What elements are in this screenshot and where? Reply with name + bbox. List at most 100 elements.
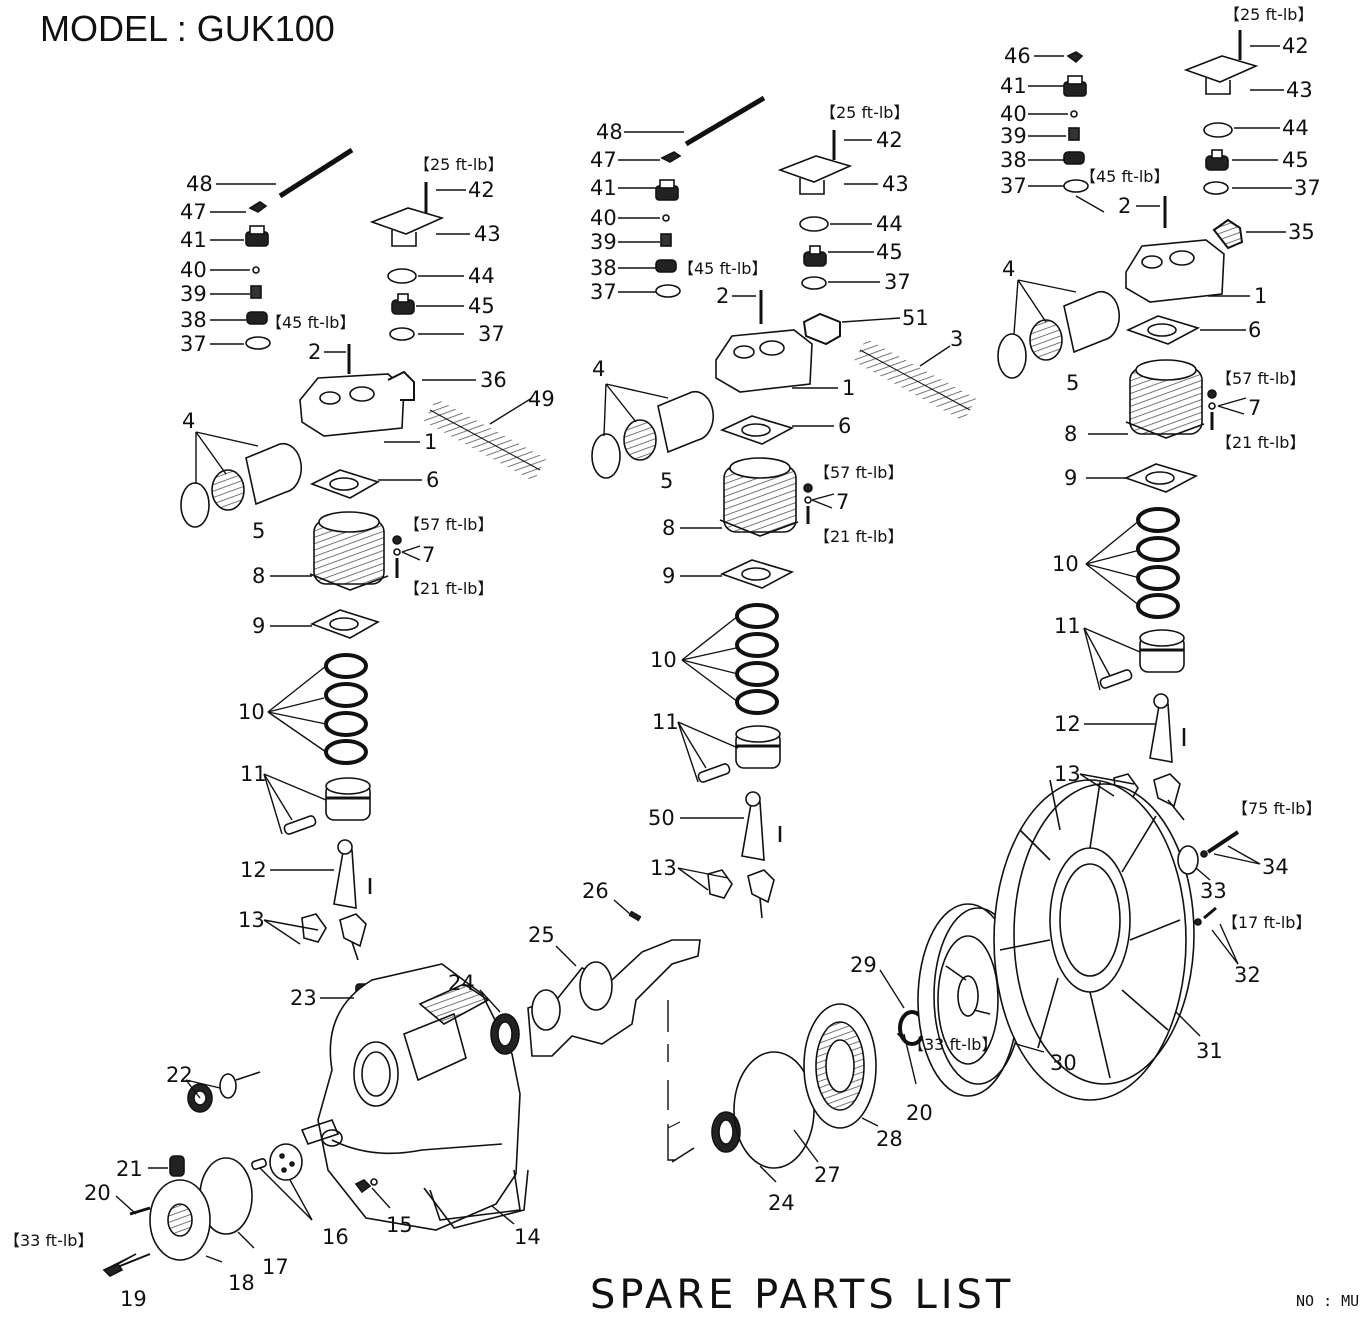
callout-left-4: 4	[182, 409, 195, 433]
torque-left-7b: 【21 ft-lb】	[404, 579, 493, 598]
drain-plug	[354, 1178, 378, 1194]
filter-housing	[1063, 290, 1120, 354]
callout-23: 23	[290, 986, 317, 1010]
rod-cap	[301, 913, 367, 948]
callout-32: 32	[1234, 963, 1261, 987]
callout-mid-3: 3	[950, 327, 963, 351]
callout-18: 18	[228, 1271, 255, 1295]
base-gasket	[1123, 463, 1199, 493]
filter-cover	[180, 482, 210, 528]
callout-28: 28	[876, 1127, 903, 1151]
spare-parts-list-title: SPARE PARTS LIST	[590, 1272, 1015, 1318]
bearing-cover	[149, 1155, 211, 1261]
callout-right-45: 45	[1282, 148, 1309, 172]
elbow-fitting	[248, 201, 268, 213]
check-valve	[391, 293, 415, 315]
torque-annotations: 【25 ft-lb】 【45 ft-lb】 【57 ft-lb】 【21 ft-…	[4, 5, 1321, 1250]
callout-right-8: 8	[1064, 422, 1077, 446]
base-foot	[429, 1169, 521, 1221]
connecting-rod	[1149, 698, 1173, 763]
callout-right-10: 10	[1052, 552, 1079, 576]
callout-right-11: 11	[1054, 614, 1081, 638]
filter-element	[1029, 319, 1063, 361]
callout-24b: 24	[768, 1191, 795, 1215]
connecting-rod	[741, 796, 765, 861]
callout-mid-43: 43	[882, 172, 909, 196]
callout-right-12: 12	[1054, 712, 1081, 736]
filter-element	[211, 469, 245, 511]
callout-left-45: 45	[468, 294, 495, 318]
callout-right-37b: 37	[1294, 176, 1321, 200]
torque-left-42: 【25 ft-lb】	[414, 155, 503, 174]
callout-mid-41: 41	[590, 176, 617, 200]
valve-cap	[245, 225, 269, 247]
callout-left-12: 12	[240, 858, 267, 882]
callout-left-47: 47	[180, 200, 207, 224]
torque-left-2: 【45 ft-lb】	[266, 313, 355, 332]
torque-32: 【17 ft-lb】	[1222, 913, 1311, 932]
callout-26: 26	[582, 879, 609, 903]
callout-mid-2: 2	[716, 284, 729, 308]
callout-left-39: 39	[180, 282, 207, 306]
callout-right-43: 43	[1286, 78, 1313, 102]
callout-right-35: 35	[1288, 220, 1315, 244]
callout-left-38: 38	[180, 308, 207, 332]
filter-housing	[657, 390, 714, 454]
valve-body	[246, 311, 268, 325]
base-gasket	[309, 609, 380, 639]
torque-mid-2: 【45 ft-lb】	[678, 259, 767, 278]
callout-right-39: 39	[1000, 124, 1027, 148]
callout-34: 34	[1262, 855, 1289, 879]
o-ring	[799, 216, 829, 232]
callout-left-13: 13	[238, 908, 265, 932]
callout-left-11: 11	[240, 762, 267, 786]
callout-mid-4: 4	[592, 357, 605, 381]
small-washer	[662, 214, 670, 222]
callout-33: 33	[1200, 879, 1227, 903]
callout-left-37a: 37	[180, 332, 207, 356]
callout-16: 16	[322, 1225, 349, 1249]
callout-27: 27	[814, 1163, 841, 1187]
tee-fitting	[802, 312, 841, 346]
callout-right-1: 1	[1254, 284, 1267, 308]
elbow-fitting	[1066, 51, 1084, 64]
callout-left-36: 36	[480, 368, 507, 392]
callout-20a: 20	[84, 1181, 111, 1205]
callout-mid-39: 39	[590, 230, 617, 254]
connecting-rod	[333, 844, 357, 909]
elbow-fitting	[660, 151, 682, 163]
torque-right-2: 【45 ft-lb】	[1080, 167, 1169, 186]
callout-labels: 48 47 41 40 39 38 37 2 4 5 42 43 44 45 3…	[84, 34, 1321, 1310]
callout-left-37b: 37	[478, 322, 505, 346]
torque-mid-7a: 【57 ft-lb】	[814, 463, 903, 482]
callout-mid-13: 13	[650, 856, 677, 880]
elbow-fitting	[1212, 218, 1244, 250]
torque-mid-7b: 【21 ft-lb】	[814, 527, 903, 546]
pulley	[917, 903, 1023, 1097]
spring	[250, 285, 262, 299]
main-bearing	[490, 1013, 520, 1055]
callout-14: 14	[514, 1225, 541, 1249]
filter-cover	[591, 433, 621, 479]
callout-left-49: 49	[528, 387, 555, 411]
spring	[1068, 127, 1080, 141]
callout-mid-44: 44	[876, 212, 903, 236]
callout-right-40: 40	[1000, 102, 1027, 126]
callout-mid-50: 50	[648, 806, 675, 830]
unloader-plate	[777, 155, 853, 195]
callout-mid-8: 8	[662, 516, 675, 540]
piston-rings	[1136, 507, 1180, 619]
callout-left-10: 10	[238, 700, 265, 724]
torque-cover-20: 【33 ft-lb】	[4, 1231, 93, 1250]
filter-cover	[997, 333, 1027, 379]
callout-left-40: 40	[180, 258, 207, 282]
callout-mid-47: 47	[590, 148, 617, 172]
valve-cap	[1063, 75, 1087, 97]
callout-right-41: 41	[1000, 74, 1027, 98]
elbow-fitting	[387, 370, 415, 401]
middle-cylinder-assembly	[591, 95, 977, 919]
callout-mid-37a: 37	[590, 280, 617, 304]
cylinder-barrel	[719, 457, 799, 537]
piston	[283, 777, 371, 835]
valve-cap	[655, 179, 679, 201]
